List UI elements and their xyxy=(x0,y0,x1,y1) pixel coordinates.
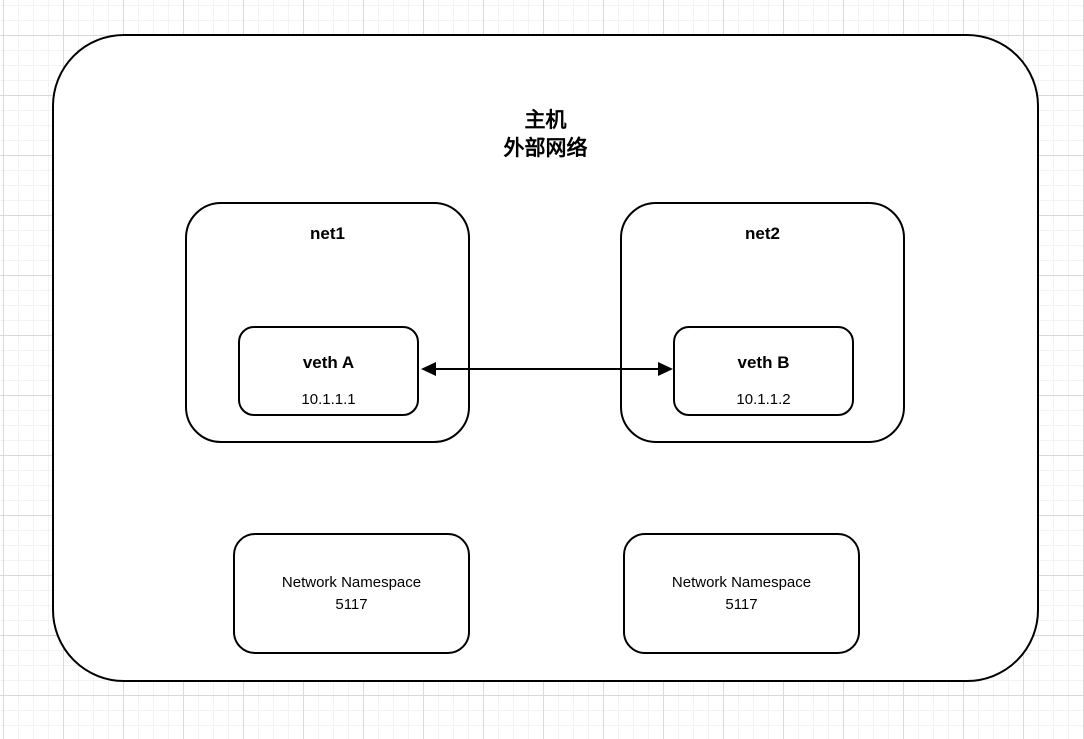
network-namespace-box-1-line2: 5117 xyxy=(335,595,368,613)
network-namespace-box-1: Network Namespace 5117 xyxy=(233,533,470,654)
network-namespace-box-1-line1: Network Namespace xyxy=(281,573,422,591)
host-title-line1: 主机 xyxy=(524,109,567,132)
network-namespace-box-2: Network Namespace 5117 xyxy=(623,533,860,654)
net2-label: net2 xyxy=(745,224,780,243)
network-namespace-box-2-line1: Network Namespace xyxy=(671,573,812,591)
veth-b-ip: 10.1.1.2 xyxy=(736,391,791,408)
network-namespace-box-2-line2: 5117 xyxy=(725,595,758,613)
veth-b-label: veth B xyxy=(737,353,790,372)
veth-b-box: veth B 10.1.1.2 xyxy=(673,326,854,416)
veth-a-label: veth A xyxy=(302,353,355,372)
host-box: 主机 外部网络 net1 veth A 10.1.1.1 net2 veth B… xyxy=(52,34,1039,682)
veth-a-box: veth A 10.1.1.1 xyxy=(238,326,419,416)
veth-connection-arrow xyxy=(421,362,673,376)
host-title: 主机 外部网络 xyxy=(54,107,1037,163)
veth-a-ip: 10.1.1.1 xyxy=(301,391,356,408)
net1-label: net1 xyxy=(310,224,345,243)
net1-box: net1 veth A 10.1.1.1 xyxy=(185,202,470,443)
host-title-line2: 外部网络 xyxy=(503,137,588,160)
net2-box: net2 veth B 10.1.1.2 xyxy=(620,202,905,443)
